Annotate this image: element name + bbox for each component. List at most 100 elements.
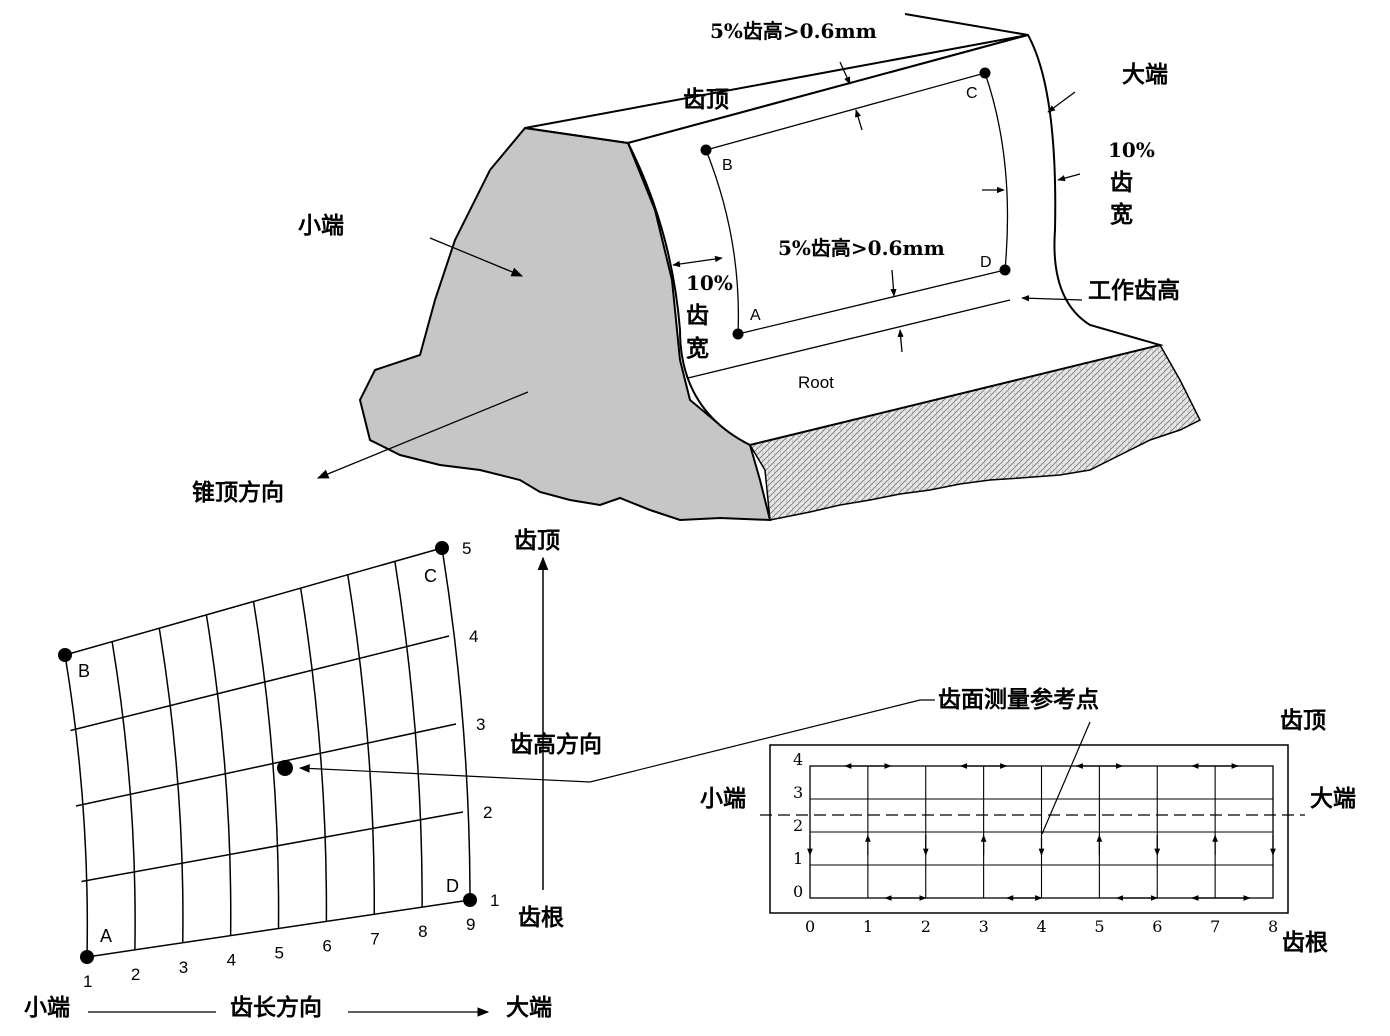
- scan-x-tick-label: 2: [921, 917, 931, 936]
- height-tick-label: 3: [476, 715, 485, 734]
- right-width-char1: 齿: [1110, 170, 1133, 196]
- grid-column-line: [111, 641, 136, 950]
- left-width-arrow: [672, 255, 723, 268]
- bottom-big-end-label: 大端: [506, 995, 552, 1021]
- scan-y-tick-label: 3: [793, 783, 803, 802]
- scan-y-tick-label: 0: [793, 882, 803, 901]
- grid-column-line: [394, 561, 423, 908]
- cone-apex-label: 锥顶方向: [192, 479, 284, 506]
- height-tick-label: 4: [469, 627, 478, 646]
- reference-pointer: [1041, 721, 1091, 835]
- small-end-pointer: [429, 237, 524, 277]
- length-tick-label: 5: [275, 944, 284, 963]
- grid-lines: [64, 547, 471, 958]
- length-tick-label: 1: [83, 972, 92, 991]
- scan-x-tick-label: 0: [805, 917, 815, 936]
- grid-column-line: [441, 547, 471, 901]
- reference-leader-line: [298, 699, 935, 783]
- grid-column-line: [64, 654, 89, 958]
- length-tick-label: 6: [322, 936, 331, 955]
- height-tick-label: 2: [483, 803, 492, 822]
- grid-corner-a-label: A: [100, 926, 112, 946]
- tooth-3d-view: A B C D Root 5%齿高>0.6mm 齿顶 大端 10% 齿 宽 小端…: [192, 13, 1202, 522]
- root-line: [687, 299, 1011, 379]
- scan-grid: [807, 763, 1276, 901]
- scan-x-tick-label: 3: [979, 917, 989, 936]
- grid-corner-c-dot: [435, 541, 449, 555]
- point-b-label: B: [722, 157, 733, 174]
- cone-apex-pointer: [316, 391, 529, 479]
- working-depth-pointer: [1021, 295, 1083, 302]
- grid-corner-d-dot: [463, 893, 477, 907]
- grid-corner-b-dot: [58, 648, 72, 662]
- top-margin-label: 5%齿高>0.6mm: [710, 19, 877, 43]
- grid-column-line: [205, 614, 232, 936]
- scan-outer-frame: [769, 744, 1289, 914]
- point-a-label: A: [750, 307, 761, 324]
- length-tick-label: 7: [370, 929, 379, 948]
- scan-y-tick-label: 2: [793, 816, 803, 835]
- right-width-char2: 宽: [1110, 201, 1133, 228]
- grid-corner-b-label: B: [78, 661, 90, 681]
- mid-margin-label: 5%齿高>0.6mm: [778, 236, 945, 260]
- length-tick-label: 4: [227, 951, 236, 970]
- grid-corner-d-label: D: [446, 876, 459, 896]
- scan-x-tick-label: 6: [1152, 917, 1162, 936]
- right-width-pct: 10%: [1108, 138, 1155, 162]
- length-tick-label: 3: [179, 958, 188, 977]
- bottom-small-end-label: 小端: [24, 995, 70, 1021]
- scan-x-tick-label: 1: [863, 917, 873, 936]
- grid-column-line: [299, 588, 328, 922]
- tooth-flank: [626, 33, 1164, 447]
- scan-tip-label: 齿顶: [1280, 708, 1326, 734]
- grid-reference-dot: [277, 760, 293, 776]
- grid-row-line: [81, 811, 464, 883]
- left-width-pct: 10%: [686, 271, 733, 295]
- grid-row-line: [70, 635, 450, 732]
- point-b-dot: [700, 144, 712, 156]
- height-tick-label: 5: [462, 539, 471, 558]
- grid-column-line: [347, 574, 376, 915]
- scan-root-label: 齿根: [1282, 930, 1328, 956]
- grid-column-line: [252, 601, 280, 929]
- grid-row-line: [75, 723, 457, 807]
- left-width-char2: 宽: [686, 335, 709, 362]
- axis-height-label: 齿高方向: [510, 731, 602, 758]
- grid-corner-a-dot: [80, 950, 94, 964]
- axis-root-label: 齿根: [518, 905, 564, 931]
- root-hatched-body: [748, 344, 1202, 521]
- top-margin-arrow-out: [839, 61, 851, 85]
- height-tick-label: 1: [490, 891, 499, 910]
- scan-x-tick-label: 4: [1037, 917, 1047, 936]
- mid-margin-arrow-up: [897, 329, 904, 353]
- tip-label-3d: 齿顶: [683, 87, 729, 113]
- left-width-char1: 齿: [686, 303, 709, 329]
- height-tick-labels: 1 2 3 4 5: [462, 539, 499, 910]
- right-width-arrow: [1057, 173, 1081, 182]
- grid-corner-c-label: C: [424, 566, 437, 586]
- scan-y-tick-label: 4: [793, 750, 803, 769]
- grid-column-line: [158, 628, 184, 943]
- point-c-label: C: [966, 85, 978, 102]
- point-c-dot: [979, 67, 991, 79]
- working-depth-label: 工作齿高: [1088, 277, 1180, 304]
- scan-x-tick-label: 8: [1268, 917, 1278, 936]
- length-tick-label: 2: [131, 965, 140, 984]
- length-tick-label: 9: [466, 915, 475, 934]
- reference-point-label: 齿面测量参考点: [938, 686, 1099, 713]
- point-d-label: D: [980, 254, 992, 271]
- point-a-dot: [732, 328, 744, 340]
- mid-margin-arrow-down: [890, 269, 897, 297]
- scan-small-end-label: 小端: [700, 786, 746, 812]
- top-margin-arrow-in: [855, 109, 863, 131]
- axis-tip-label: 齿顶: [514, 528, 560, 554]
- scan-x-tick-label: 5: [1094, 917, 1104, 936]
- big-end-width-arrow: [1047, 91, 1076, 113]
- root-label: Root: [798, 373, 834, 392]
